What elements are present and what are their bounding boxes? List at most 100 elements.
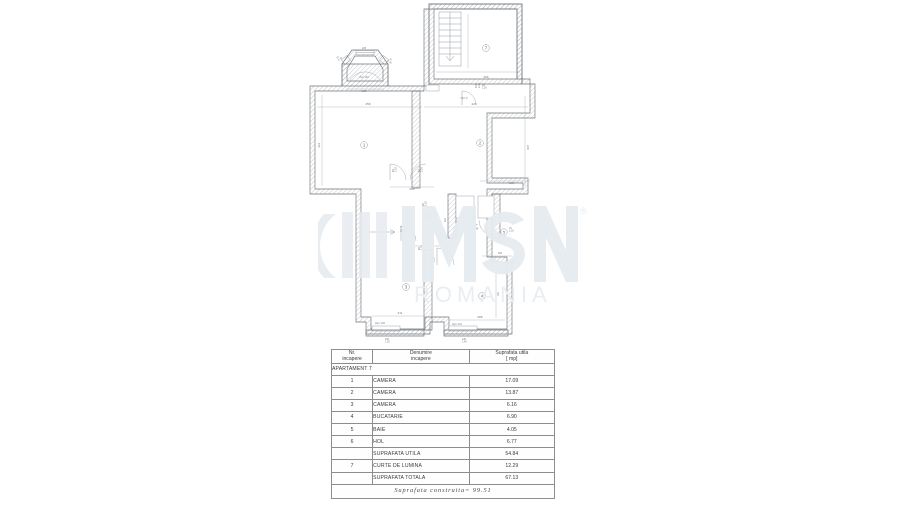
annotation-hp-141: Hp= 141 [452, 322, 462, 326]
dimension-200: 200 [400, 229, 405, 233]
dimension-429: 429 [471, 102, 476, 106]
summary-name: SUPRAFATA UTILA [372, 447, 470, 461]
area-table: Nr. incapere Denumire incapere Suprafata… [330, 349, 556, 499]
row-name: BUCATARIE [372, 411, 470, 425]
column-header-area-line2: [ mp] [506, 356, 518, 363]
room-7-light-court: 7 406 150 2.20 [428, 3, 523, 88]
dimension-262: 262 [409, 187, 414, 191]
svg-text:150: 150 [474, 83, 478, 88]
summary-nr: 7 [330, 459, 374, 473]
row-nr: 5 [330, 423, 374, 437]
svg-text:111: 111 [444, 218, 447, 222]
entrance-arrow-icon [370, 229, 396, 235]
svg-text:70: 70 [336, 55, 340, 59]
table-header-row: Nr. incapere Denumire incapere Suprafata… [330, 349, 556, 364]
dimension-406: 406 [483, 75, 488, 79]
room-marker-2: 2 [479, 140, 482, 145]
annotation-hp-0: Hp= 0 [461, 97, 468, 100]
row-name: CAMERA [372, 398, 470, 413]
svg-text:166: 166 [498, 252, 503, 255]
room-2-camera: 429 347 2 217 Hp= 0 902.20 [424, 84, 530, 186]
table-summary-row: SUPRAFATA UTILA 54.84 [330, 447, 556, 461]
column-header-area: Suprafata utila [ mp] [468, 349, 556, 364]
svg-text:80: 80 [392, 169, 395, 172]
column-header-name-line1: Denumire [409, 350, 432, 356]
table-footer-row: Suprafata construita= 99.51 [331, 483, 555, 499]
svg-text:181: 181 [497, 291, 500, 296]
svg-text:2.20: 2.20 [421, 245, 424, 250]
table-row: 1 CAMERA 17.09 [330, 374, 556, 388]
footer-note: Suprafata construita= 99.51 [331, 483, 555, 499]
row-nr: 2 [330, 386, 374, 401]
svg-text:1.40: 1.40 [462, 341, 467, 344]
svg-text:2.20: 2.20 [421, 167, 424, 172]
room-marker-3: 3 [405, 284, 408, 289]
summary-nr [330, 447, 374, 461]
summary-nr [330, 471, 374, 485]
column-header-nr-line2: incapere [342, 356, 362, 363]
svg-text:80: 80 [418, 247, 421, 250]
column-header-name: Denumire incapere [372, 349, 470, 364]
dimension-206: 206 [474, 227, 479, 231]
annotation-77: 77 [475, 223, 478, 227]
row-area: 6.16 [468, 398, 556, 413]
room-marker-6: 6 [425, 214, 427, 218]
row-area: 4.05 [468, 423, 556, 437]
svg-text:150: 150 [385, 338, 390, 341]
summary-name: CURTE DE LUMINA [372, 459, 470, 473]
annotation-hp-133: Hp= 133 [375, 321, 385, 325]
row-area: 13.87 [468, 386, 556, 401]
svg-text:80: 80 [418, 169, 421, 172]
table-summary-row: SUPRAFATA TOTALA 67.13 [330, 471, 556, 485]
column-header-nr-line1: Nr. [348, 350, 356, 356]
row-area: 6.90 [468, 411, 556, 425]
svg-text:2.20: 2.20 [477, 82, 481, 88]
table-row: 3 CAMERA 6.16 [330, 398, 556, 413]
summary-area: 12.29 [468, 459, 556, 473]
watermark-trademark: ® [580, 206, 587, 216]
column-header-nr: Nr. incapere [330, 349, 374, 364]
svg-text:2.05: 2.05 [433, 257, 436, 262]
summary-area: 54.84 [468, 447, 556, 461]
room-marker-5: 5 [503, 230, 505, 234]
summary-name: SUPRAFATA TOTALA [372, 471, 470, 485]
svg-text:80: 80 [422, 203, 425, 206]
row-area: 6.77 [468, 435, 556, 449]
row-nr: 6 [330, 435, 374, 449]
dimension-412: 412 [317, 143, 321, 148]
svg-text:120: 120 [462, 338, 467, 341]
dimension-211: 211 [398, 311, 403, 315]
dimension-358: 358 [365, 102, 370, 106]
table-row: 2 CAMERA 13.87 [330, 386, 556, 401]
annotation-71: 71 [400, 225, 403, 229]
row-nr: 4 [330, 411, 374, 425]
svg-text:2.20: 2.20 [482, 87, 487, 90]
bay-window: 125 Hp= 119 186 702.20 702.20 [336, 47, 393, 93]
table-group-row: APARTAMENT 7 [331, 362, 555, 376]
area-table-container: Nr. incapere Denumire incapere Suprafata… [330, 349, 556, 503]
table-row: 6 HOL 6.77 [330, 435, 556, 449]
room-5-baie: 5 77 206 702.20 166 111 [444, 193, 514, 257]
svg-text:200: 200 [430, 242, 435, 245]
table-row: 4 BUCATARIE 6.90 [330, 411, 556, 425]
row-name: CAMERA [372, 374, 470, 388]
svg-text:2.20: 2.20 [337, 56, 343, 62]
svg-text:1.20: 1.20 [385, 341, 390, 344]
room-marker-4: 4 [481, 293, 484, 298]
group-label: APARTAMENT 7 [331, 362, 555, 376]
table-summary-row: 7 CURTE DE LUMINA 12.29 [330, 459, 556, 473]
svg-text:125: 125 [362, 47, 367, 50]
column-header-name-line2: incapere [411, 356, 431, 363]
row-nr: 3 [330, 398, 374, 413]
column-header-area-line1: Suprafata utila [495, 350, 529, 356]
row-area: 17.09 [468, 374, 556, 388]
svg-text:2.20: 2.20 [395, 167, 398, 172]
table-row: 5 BAIE 4.05 [330, 423, 556, 437]
room-marker-7: 7 [485, 45, 488, 50]
dimension-347: 347 [526, 145, 530, 150]
svg-text:2.20: 2.20 [509, 230, 514, 233]
svg-text:2.20: 2.20 [425, 201, 428, 206]
